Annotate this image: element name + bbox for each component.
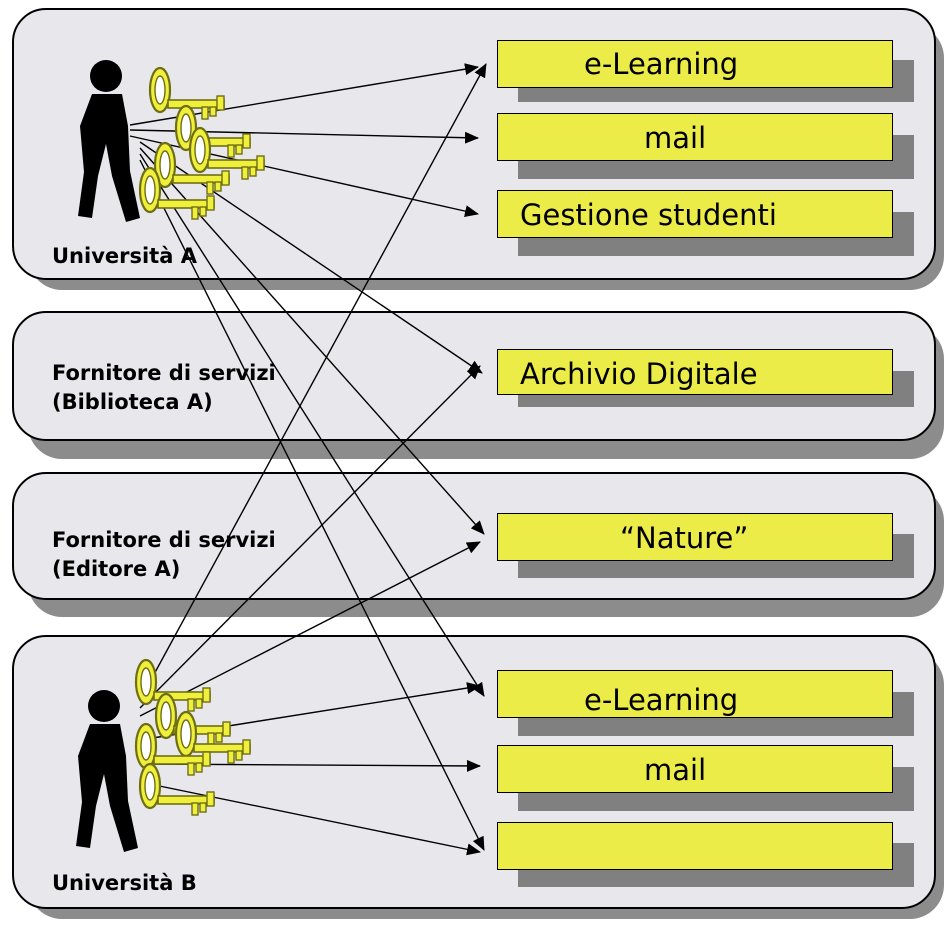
service-e-learning-a: e-Learning bbox=[497, 40, 893, 88]
panel-label-editore-line1: Fornitore di servizi bbox=[52, 528, 276, 552]
service-gestione-studenti: Gestione studenti bbox=[497, 190, 893, 238]
service-label: Archivio Digitale bbox=[520, 357, 758, 391]
service-label: mail bbox=[644, 121, 707, 155]
service-label: “Nature” bbox=[620, 521, 749, 555]
person-icon bbox=[78, 60, 140, 222]
connector-arrow bbox=[139, 63, 487, 701]
connector-arrow bbox=[139, 365, 481, 709]
service-label: Gestione studenti bbox=[520, 198, 777, 232]
service-label: e-Learning bbox=[584, 47, 739, 81]
connector-arrow bbox=[139, 541, 481, 717]
service-e-learning-b: e-Learning bbox=[497, 670, 893, 718]
panel-label-editore-line2: (Editore A) bbox=[52, 557, 181, 581]
panel-label-universita-b: Università B bbox=[52, 871, 197, 895]
service-label: e-Learning bbox=[584, 683, 739, 717]
service-label: mail bbox=[644, 753, 707, 787]
service-empty-b bbox=[497, 822, 893, 870]
service-mail-b: mail bbox=[497, 745, 893, 793]
panel-label-biblioteca-line1: Fornitore di servizi bbox=[52, 361, 276, 385]
panel-label-biblioteca-line2: (Biblioteca A) bbox=[52, 390, 213, 414]
service-nature: “Nature” bbox=[497, 513, 893, 561]
service-archivio-digitale: Archivio Digitale bbox=[497, 349, 893, 395]
connector-arrow bbox=[139, 781, 481, 856]
panel-label-universita-a: Università A bbox=[52, 244, 197, 268]
connector-arrow bbox=[139, 153, 485, 697]
service-mail-a: mail bbox=[497, 113, 893, 161]
person-icon bbox=[76, 690, 138, 852]
connector-arrow bbox=[139, 159, 485, 851]
